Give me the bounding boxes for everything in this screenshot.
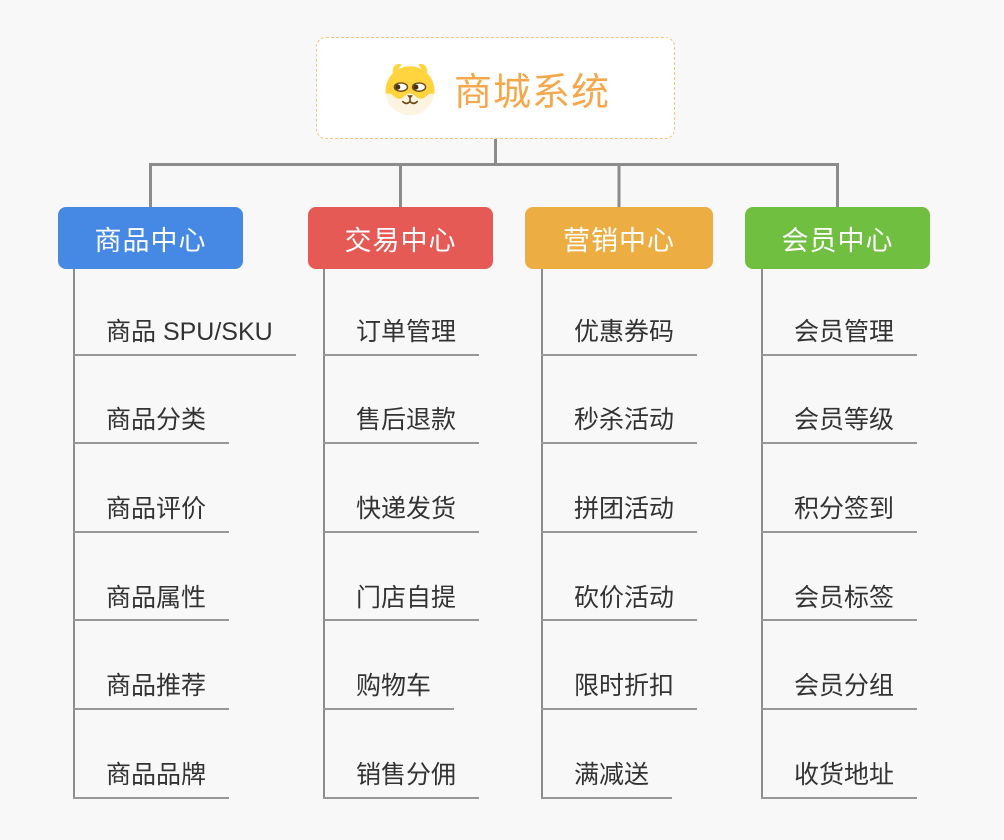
leaf-row: 优惠券码 [541, 267, 698, 356]
leaf-row: 订单管理 [323, 267, 480, 356]
leaf-node[interactable]: 优惠券码 [541, 318, 698, 356]
leaf-row: 商品评价 [73, 444, 296, 533]
branch-label: 会员中心 [781, 225, 894, 256]
branch-node-marketing-center[interactable]: 营销中心 [525, 207, 713, 269]
leaf-node[interactable]: 会员标签 [761, 584, 918, 622]
leaf-row: 门店自提 [323, 533, 480, 622]
leaf-row: 积分签到 [761, 444, 918, 533]
branch-node-trade-center[interactable]: 交易中心 [308, 207, 493, 269]
leaf-row: 满减送 [541, 710, 697, 799]
leaf-row: 会员等级 [761, 356, 918, 445]
leaf-row: 会员标签 [761, 533, 918, 622]
leaf-node[interactable]: 会员分组 [761, 672, 918, 710]
leaf-row: 销售分佣 [323, 710, 480, 799]
leaf-row: 商品属性 [73, 533, 296, 622]
leaf-row: 砍价活动 [541, 533, 698, 622]
branch-label: 营销中心 [563, 225, 675, 256]
leaf-node[interactable]: 商品评价 [73, 495, 230, 533]
leaf-node[interactable]: 门店自提 [323, 584, 480, 622]
leaf-node[interactable]: 商品推荐 [73, 672, 230, 710]
leaf-node[interactable]: 商品 SPU/SKU [73, 318, 296, 356]
leaf-row: 限时折扣 [541, 621, 698, 710]
leaf-row: 会员管理 [761, 267, 918, 356]
leaf-row: 收货地址 [761, 710, 918, 799]
leaf-node[interactable]: 砍价活动 [541, 584, 698, 622]
branch-node-member-center[interactable]: 会员中心 [745, 207, 930, 269]
leaf-row: 会员分组 [761, 621, 918, 710]
leaf-node[interactable]: 快递发货 [323, 495, 480, 533]
leaf-node[interactable]: 购物车 [323, 672, 455, 710]
leaf-row: 商品推荐 [73, 621, 296, 710]
leaf-row: 购物车 [323, 621, 479, 710]
leaf-node[interactable]: 商品分类 [73, 406, 230, 445]
leaf-node[interactable]: 会员管理 [761, 318, 918, 356]
branch-column-product: 商品 SPU/SKU 商品分类 商品评价 商品属性 商品推荐 商品品牌 [73, 267, 296, 799]
branch-label: 商品中心 [94, 225, 207, 256]
leaf-row: 拼团活动 [541, 444, 698, 533]
dog-face-icon [381, 59, 439, 117]
branch-node-product-center[interactable]: 商品中心 [58, 207, 243, 269]
root-node[interactable]: 商城系统 [316, 37, 675, 139]
branch-column-trade: 订单管理 售后退款 快递发货 门店自提 购物车 销售分佣 [323, 267, 480, 799]
branch-column-member: 会员管理 会员等级 积分签到 会员标签 会员分组 收货地址 [761, 267, 918, 799]
leaf-row: 秒杀活动 [541, 356, 698, 445]
leaf-node[interactable]: 商品属性 [73, 584, 230, 622]
leaf-row: 商品分类 [73, 356, 296, 445]
leaf-row: 商品 SPU/SKU [73, 267, 296, 356]
leaf-node[interactable]: 限时折扣 [541, 672, 698, 710]
leaf-node[interactable]: 订单管理 [323, 318, 480, 356]
leaf-row: 商品品牌 [73, 710, 296, 799]
leaf-node[interactable]: 拼团活动 [541, 495, 698, 533]
leaf-row: 售后退款 [323, 356, 480, 445]
leaf-row: 快递发货 [323, 444, 480, 533]
leaf-node[interactable]: 售后退款 [323, 406, 480, 445]
leaf-node[interactable]: 收货地址 [761, 761, 918, 799]
leaf-node[interactable]: 商品品牌 [73, 761, 230, 799]
leaf-node[interactable]: 满减送 [541, 761, 673, 799]
branch-label: 交易中心 [344, 225, 457, 256]
root-title: 商城系统 [453, 71, 610, 114]
branch-column-marketing: 优惠券码 秒杀活动 拼团活动 砍价活动 限时折扣 满减送 [541, 267, 698, 799]
leaf-node[interactable]: 销售分佣 [323, 761, 480, 799]
leaf-node[interactable]: 会员等级 [761, 406, 918, 445]
leaf-node[interactable]: 积分签到 [761, 495, 918, 533]
leaf-node[interactable]: 秒杀活动 [541, 406, 698, 445]
